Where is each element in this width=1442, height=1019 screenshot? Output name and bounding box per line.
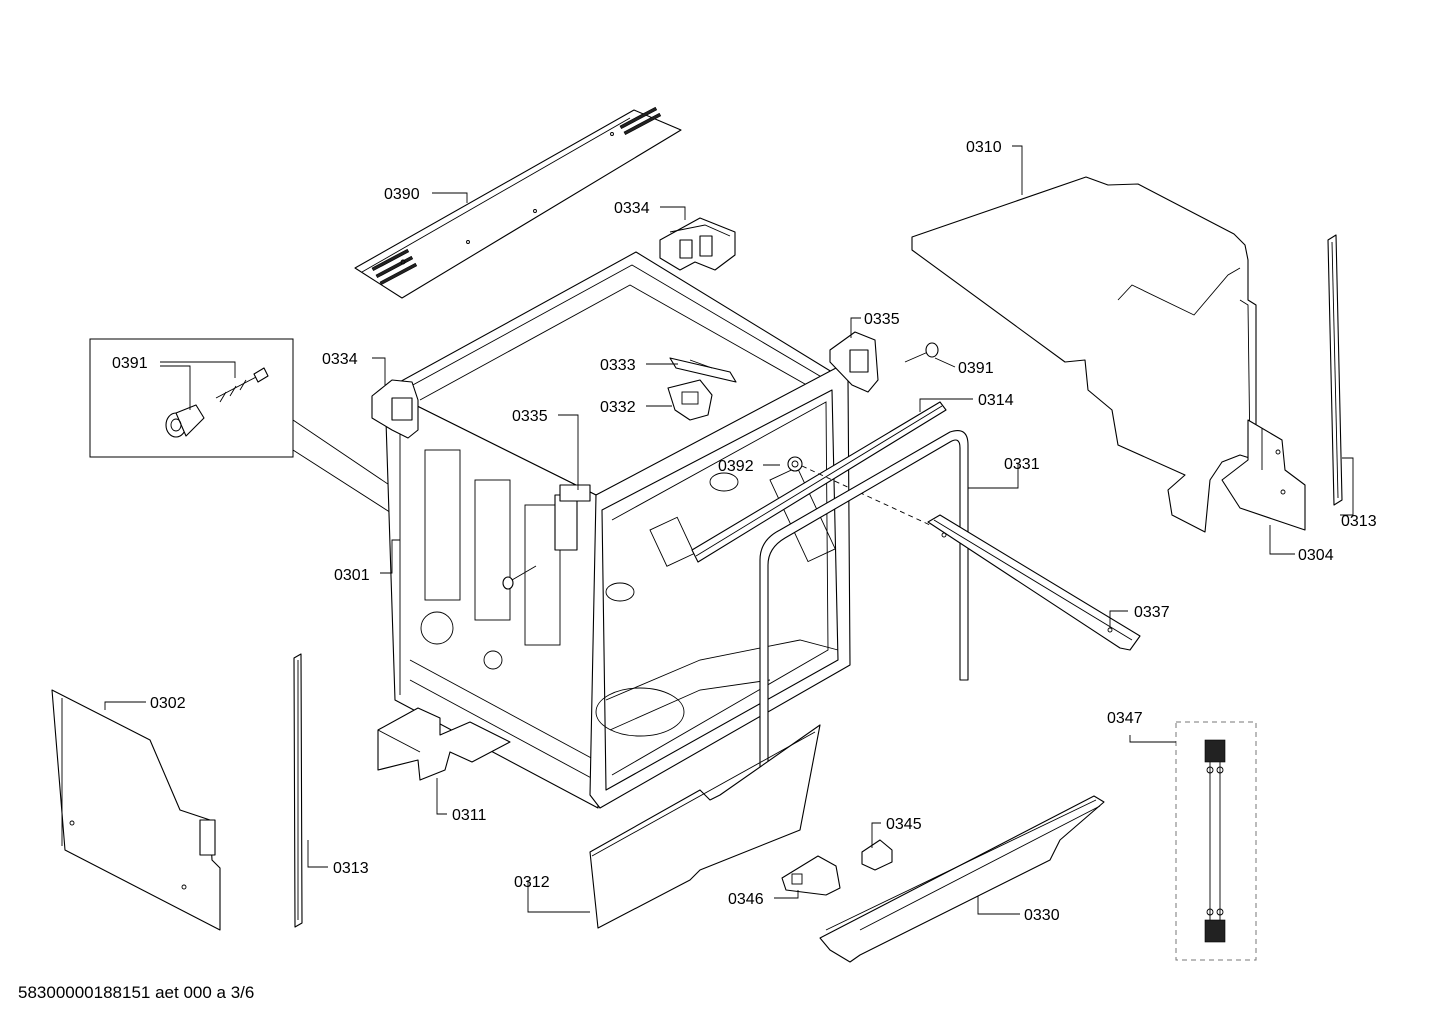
label-0337: 0337 [1134,604,1170,621]
part-0313-side-strip-left [293,653,303,928]
part-0311-base-insulation [377,707,511,781]
label-0331: 0331 [1004,456,1040,473]
label-0310: 0310 [966,139,1002,156]
label-0347: 0347 [1107,710,1143,727]
label-0335-front: 0335 [512,408,548,425]
label-0332: 0332 [600,399,636,416]
part-0392-knob [787,456,931,526]
dowel-icon [165,404,205,438]
label-0333: 0333 [600,357,636,374]
label-0314: 0314 [978,392,1014,409]
label-0313-left: 0313 [333,860,369,877]
part-0334-clip-top [659,217,736,271]
part-0346-switch [781,855,841,896]
label-0390: 0390 [384,186,420,203]
part-0304-side-panel-rear [1221,419,1306,531]
part-0330-base-rail [819,795,1105,963]
part-0313-side-strip-right [1327,234,1343,506]
document-code: 58300000188151 aet 000 a 3/6 [18,983,254,1002]
part-0335-bracket-right [829,331,879,393]
label-0312: 0312 [514,874,550,891]
part-0302-side-panel-left [51,689,221,931]
part-0347-cable-assembly [1175,721,1257,961]
part-0312-plinth-insulation [589,724,821,929]
detail-inset-0391 [89,338,294,458]
leader-lines [104,145,1354,915]
front-screw-icon [502,565,537,590]
part-0337-strut [927,514,1141,651]
label-0334-top: 0334 [614,200,650,217]
label-0311: 0311 [452,807,487,824]
part-0333-hinge-rail [669,357,737,383]
label-0391-right: 0391 [958,360,994,377]
part-0331-door-seal [759,430,969,797]
part-0310-insulation-mat [911,176,1257,533]
label-0313-right: 0313 [1341,513,1377,530]
label-0302: 0302 [150,695,186,712]
part-0390-top-panel [354,106,682,299]
label-0335-right: 0335 [864,311,900,328]
label-0346: 0346 [728,891,764,908]
part-0345-clip [861,839,893,871]
part-0314-rail [691,401,947,563]
label-0304: 0304 [1298,547,1334,564]
label-0392: 0392 [718,458,754,475]
part-0332-latch [667,379,713,421]
part-labels: 0390 0334 0310 0391 0334 0335 0391 0333 … [112,139,1377,924]
part-0334-clip-left [371,379,419,439]
label-0345: 0345 [886,816,922,833]
part-0391-fixing-right [904,342,939,363]
label-0391-inset: 0391 [112,355,148,372]
label-0334-left: 0334 [322,351,358,368]
part-0301-tub [384,251,851,809]
screw-icon [215,367,269,403]
label-0301: 0301 [334,567,370,584]
label-0330: 0330 [1024,907,1060,924]
